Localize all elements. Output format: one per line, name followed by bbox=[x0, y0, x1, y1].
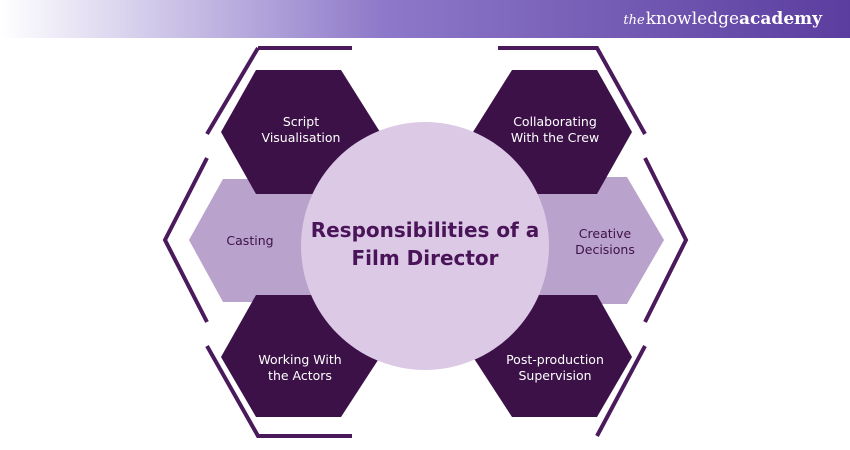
label-creative-decisions: Creative Decisions bbox=[575, 226, 635, 257]
header-banner: theknowledgeacademy bbox=[0, 0, 850, 38]
outline-left bbox=[162, 157, 209, 323]
outline-right bbox=[643, 157, 689, 323]
hexagon-creative-decisions bbox=[507, 177, 664, 304]
label-casting: Casting bbox=[226, 233, 274, 248]
center-title: Responsibilities of a Film Director bbox=[310, 218, 540, 270]
label-collaborating-crew: Collaborating With the Crew bbox=[510, 114, 600, 145]
label-script-visualisation: Script Visualisation bbox=[261, 114, 341, 145]
outline-bottom-right bbox=[595, 345, 647, 437]
brand-logo-the: the bbox=[623, 13, 645, 28]
outline-top-right bbox=[498, 46, 647, 135]
label-working-actors: Working With the Actors bbox=[258, 352, 342, 383]
brand-logo-knowledge: knowledge bbox=[645, 9, 740, 29]
outline-bottom-left bbox=[205, 345, 352, 438]
center-circle bbox=[301, 122, 549, 370]
brand-logo-academy: academy bbox=[739, 9, 822, 29]
hexagon-casting bbox=[189, 179, 339, 302]
label-post-production: Post-production Supervision bbox=[506, 352, 604, 383]
outline-top-left bbox=[205, 46, 260, 136]
brand-logo: theknowledgeacademy bbox=[623, 7, 822, 31]
